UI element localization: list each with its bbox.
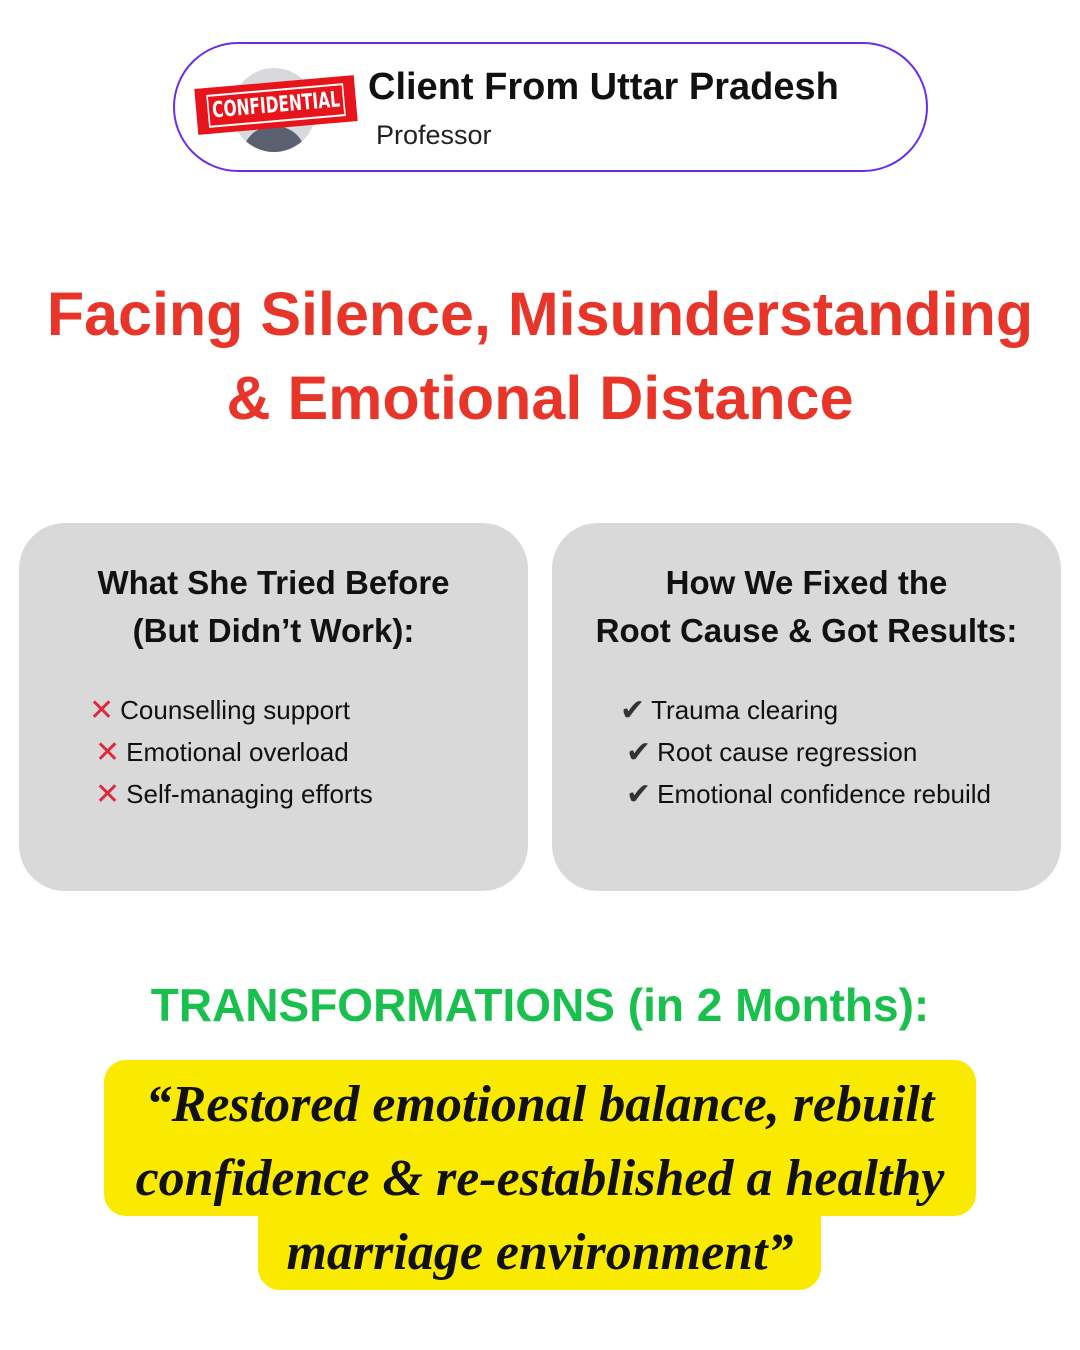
check-icon: ✔	[626, 735, 652, 769]
headline-line: Facing Silence, Misunderstanding	[46, 280, 1034, 348]
cross-icon: ✕	[89, 693, 115, 727]
tried-card: What She Tried Before(But Didn’t Work): …	[19, 523, 528, 891]
list-item: ✕Self-managing efforts	[95, 777, 373, 811]
client-name: Client From Uttar Pradesh	[368, 66, 839, 108]
client-role: Professor	[376, 120, 492, 150]
client-badge	[173, 42, 928, 172]
list-item: ✔Root cause regression	[626, 735, 918, 769]
cross-icon: ✕	[95, 735, 121, 769]
tried-title: What She Tried Before(But Didn’t Work):	[97, 564, 450, 649]
headline: Facing Silence, Misunderstanding & Emoti…	[0, 272, 1080, 440]
quote-highlight	[258, 1200, 821, 1290]
list-item: ✕Counselling support	[89, 693, 350, 727]
transformations-heading: TRANSFORMATIONS (in 2 Months):	[150, 979, 930, 1031]
list-item: ✔Emotional confidence rebuild	[626, 777, 992, 811]
check-icon: ✔	[626, 777, 652, 811]
list-item: ✔Trauma clearing	[620, 693, 839, 727]
cross-icon: ✕	[95, 777, 121, 811]
list-item: ✕Emotional overload	[95, 735, 349, 769]
quote-highlight	[104, 1060, 976, 1216]
headline-line: & Emotional Distance	[226, 364, 854, 432]
check-icon: ✔	[620, 693, 646, 727]
